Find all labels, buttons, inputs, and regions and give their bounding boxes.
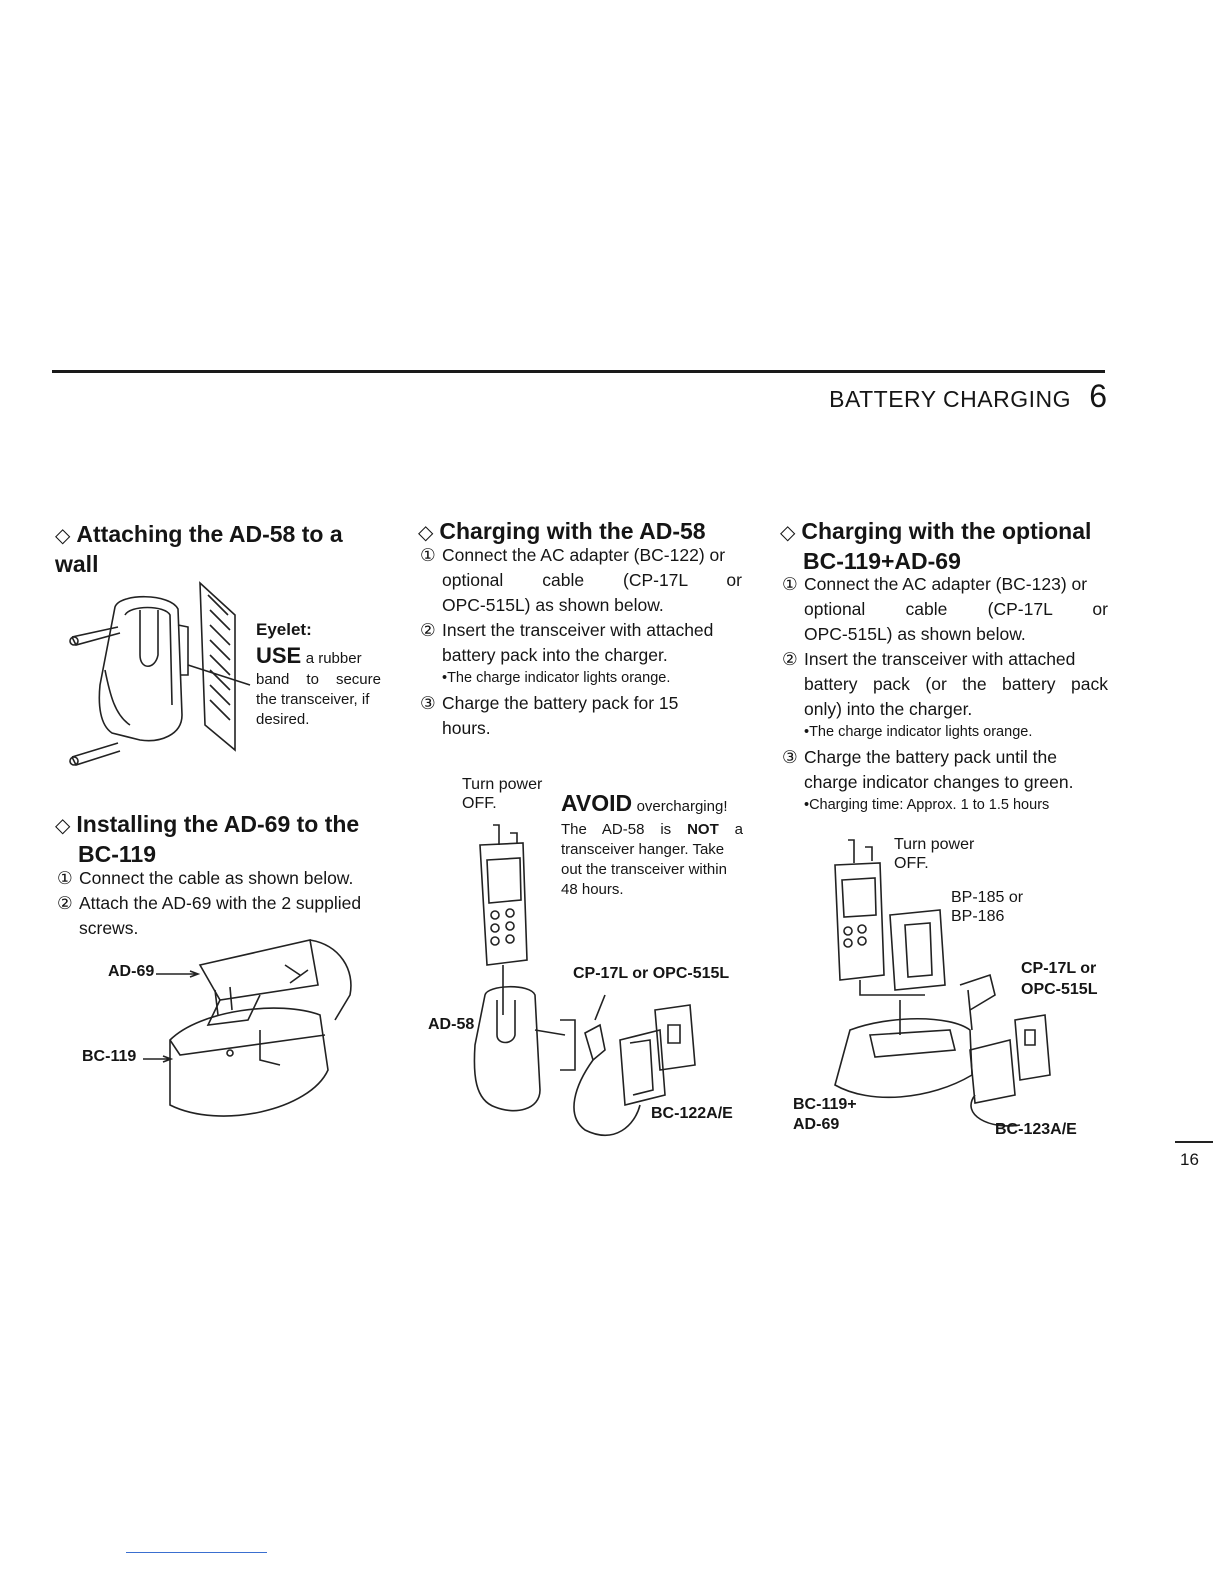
label-cp17l-opc515l-2: CP-17L or OPC-515L — [1021, 960, 1098, 998]
eyelet-title: Eyelet: — [256, 620, 312, 639]
step-marker-3: ③ — [420, 693, 436, 713]
label-bc122ae: BC-122A/E — [651, 1105, 733, 1122]
diamond-icon: ◇ — [780, 522, 796, 544]
step-marker-2: ② — [57, 893, 73, 913]
label-bc123ae: BC-123A/E — [995, 1121, 1077, 1138]
heading-installing-ad69: ◇Installing the AD-69 to the BC-119 — [55, 811, 360, 867]
arrow-icon — [156, 970, 201, 978]
diamond-icon: ◇ — [55, 525, 71, 547]
eyelet-text: USE a rubber band to secure the transcei… — [256, 643, 381, 729]
step-marker-2: ② — [420, 620, 436, 640]
bc119-ad69-illustration — [169, 939, 352, 1117]
ad58-charging-illustration — [473, 824, 696, 1136]
section-title: BATTERY CHARGING — [829, 386, 1071, 412]
bottom-line — [126, 1552, 267, 1553]
heading-charging-ad58: ◇Charging with the AD-58 — [418, 518, 706, 544]
label-bc119-ad69: BC-119+ AD-69 — [793, 1096, 857, 1133]
diamond-icon: ◇ — [418, 522, 434, 544]
step-marker-1: ① — [782, 574, 798, 594]
turn-power-off-ad58: Turn power OFF. — [462, 776, 543, 812]
heading-attaching-ad58: ◇Attaching the AD-58 to a wall — [55, 521, 343, 577]
eyelet-use: USE — [256, 643, 302, 668]
step-marker-2: ② — [782, 649, 798, 669]
label-cp17l-opc515l: CP-17L or OPC-515L — [573, 965, 730, 982]
page-number-rule — [1175, 1141, 1213, 1143]
arrow-icon — [143, 1055, 174, 1063]
label-bc119: BC-119 — [82, 1048, 137, 1065]
section-number: 6 — [1089, 378, 1107, 414]
heading-charging-optional: ◇Charging with the optional BC-119+AD-69 — [780, 518, 1092, 574]
label-ad69: AD-69 — [108, 963, 155, 980]
header-rule — [52, 370, 1105, 373]
step-marker-1: ① — [420, 545, 436, 565]
turn-power-off-bc119: Turn power OFF. — [894, 836, 975, 872]
diamond-icon: ◇ — [55, 815, 71, 837]
step-marker-1: ① — [57, 868, 73, 888]
page-number: 16 — [1180, 1150, 1199, 1169]
wall-mount-illustration — [69, 581, 251, 766]
avoid-notice: AVOID overcharging! The AD-58 is NOT a t… — [561, 790, 743, 898]
label-bp185-bp186: BP-185 or BP-186 — [951, 889, 1024, 925]
bc119-charging-illustration — [834, 839, 1051, 1127]
step-marker-3: ③ — [782, 747, 798, 767]
label-ad58: AD-58 — [428, 1016, 475, 1033]
